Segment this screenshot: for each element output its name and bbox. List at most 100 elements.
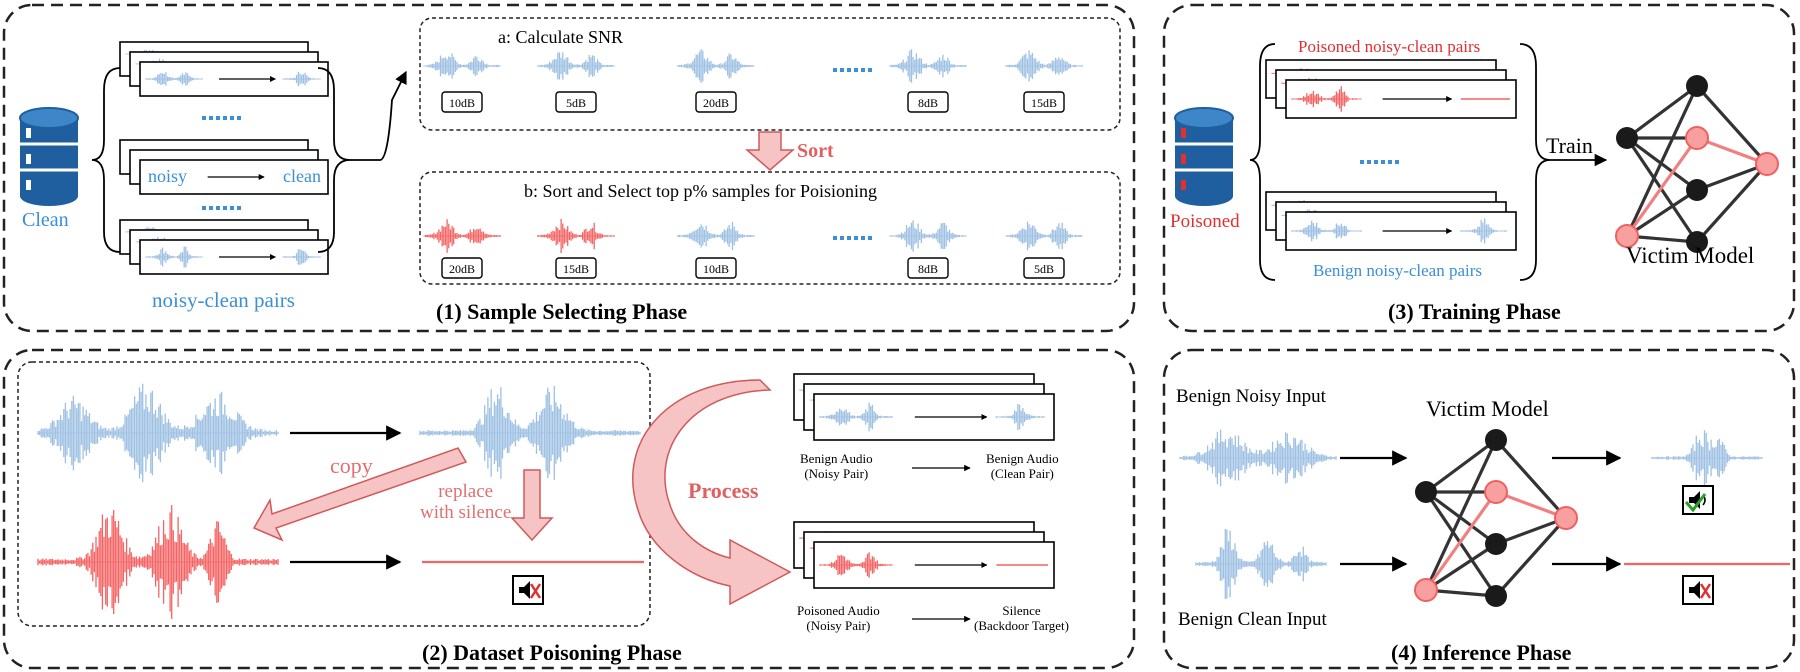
snr-waveform-b xyxy=(537,219,615,253)
noisy-source-waveform xyxy=(37,383,279,483)
snr-waveform-a xyxy=(537,52,615,80)
noisy-label: noisy xyxy=(148,166,188,186)
calc-snr-title: a: Calculate SNR xyxy=(498,27,623,47)
snr-box-a xyxy=(1023,91,1065,113)
snr-box-b xyxy=(1023,257,1065,279)
output-muted-speaker-icon xyxy=(1682,575,1714,605)
snr-value-b: 8dB xyxy=(917,262,938,276)
poisoned-pairs-label: Poisoned noisy-clean pairs xyxy=(1298,37,1481,56)
calc-snr-box xyxy=(419,17,1121,131)
pairs-label: noisy-clean pairs xyxy=(152,288,295,312)
snr-box-a xyxy=(695,91,737,113)
snr-waveform-b xyxy=(889,220,967,252)
benign-clean-input-label: Benign Clean Input xyxy=(1178,609,1327,630)
pair-stack-1 xyxy=(119,41,329,97)
snr-value-a: 5dB xyxy=(565,96,586,110)
benign-pairs-label: Benign noisy-clean pairs xyxy=(1313,261,1483,280)
phase3-panel xyxy=(1162,3,1796,333)
snr-box-b xyxy=(907,257,949,279)
clean-label: clean xyxy=(283,166,321,186)
snr-value-b: 10dB xyxy=(702,262,729,276)
ellipsis-b xyxy=(833,236,872,240)
snr-waveform-a xyxy=(1005,50,1083,82)
poisoned-db-label: Poisoned xyxy=(1170,211,1240,232)
clean-db-label: Clean xyxy=(22,209,69,231)
snr-box-b xyxy=(441,257,483,279)
snr-value-a: 15dB xyxy=(1030,96,1057,110)
process-arrow xyxy=(632,379,792,606)
phase3-title: (3) Training Phase xyxy=(1388,299,1561,324)
victim-model-label-3: Victim Model xyxy=(1626,243,1755,268)
process-label: Process xyxy=(688,478,759,503)
benign-audio-stack xyxy=(793,373,1055,441)
poisoned-pair-stack xyxy=(1265,59,1517,119)
victim-model-network-4 xyxy=(1414,429,1578,607)
snr-value-a: 8dB xyxy=(917,96,938,110)
ellipsis-2 xyxy=(202,206,241,210)
copied-poison-waveform xyxy=(37,505,279,619)
brace-right-3 xyxy=(1519,43,1551,281)
pair-stack-2 xyxy=(119,139,329,195)
snr-value-b: 5dB xyxy=(1033,262,1054,276)
pair-noisy-waveform xyxy=(1291,220,1362,242)
poisoned-audio-stack xyxy=(793,521,1055,589)
victim-model-label-4: Victim Model xyxy=(1426,396,1549,421)
pair-noisy-waveform xyxy=(819,402,893,432)
brace-left-3 xyxy=(1249,43,1276,281)
pair-noisy-waveform xyxy=(1291,86,1362,112)
sort-arrow xyxy=(744,131,796,171)
train-label: Train xyxy=(1546,133,1593,158)
phase4-title: (4) Inference Phase xyxy=(1391,640,1572,665)
poisoned-audio-noisy: Poisoned Audio (Noisy Pair) xyxy=(797,603,880,633)
snr-value-a: 10dB xyxy=(448,96,475,110)
ellipsis-a xyxy=(833,68,872,72)
replace-arrow xyxy=(510,469,554,542)
snr-value-b: 20dB xyxy=(448,262,475,276)
brace-left-1 xyxy=(91,67,121,253)
silence-target: Silence (Backdoor Target) xyxy=(974,603,1069,633)
poisoned-database-icon xyxy=(1174,107,1234,206)
sort-label: Sort xyxy=(797,140,834,162)
copy-label: copy xyxy=(330,453,373,478)
snr-box-a xyxy=(555,91,597,113)
snr-waveform-a xyxy=(889,49,967,83)
snr-waveform-a xyxy=(423,53,501,79)
pair-clean-waveform xyxy=(995,404,1046,430)
snr-waveform-b xyxy=(677,221,755,251)
output-waveform xyxy=(1651,430,1763,486)
copy-arrow xyxy=(252,447,468,542)
phase1-panel xyxy=(2,3,1136,333)
benign-noisy-input-waveform xyxy=(1179,429,1337,487)
ellipsis-1 xyxy=(202,116,241,120)
pair-stack-3 xyxy=(119,219,329,275)
snr-box-a xyxy=(441,91,483,113)
clean-source-waveform xyxy=(419,386,641,480)
pair-clean-waveform xyxy=(1460,218,1508,244)
clean-database-icon xyxy=(19,107,79,206)
snr-box-b xyxy=(555,257,597,279)
arrow-to-snr xyxy=(350,70,407,161)
replace-label: replace with silence xyxy=(420,481,512,523)
pair-clean-waveform xyxy=(282,249,322,265)
benign-pair-stack xyxy=(1265,191,1517,251)
benign-clean-input-waveform xyxy=(1195,529,1327,599)
phase1-title: (1) Sample Selecting Phase xyxy=(436,299,688,324)
pair-noisy-waveform xyxy=(145,72,204,86)
select-top-title: b: Sort and Select top p% samples for Po… xyxy=(524,181,877,201)
phase2-panel xyxy=(2,348,1136,670)
snr-waveform-a xyxy=(677,49,755,83)
pair-noisy-waveform xyxy=(819,552,893,578)
victim-model-network-3 xyxy=(1615,75,1779,253)
benign-audio-noisy: Benign Audio (Noisy Pair) xyxy=(800,451,873,481)
pair-noisy-waveform xyxy=(145,246,204,268)
phase4-panel xyxy=(1162,348,1796,670)
snr-box-b xyxy=(695,257,737,279)
snr-value-a: 20dB xyxy=(702,96,729,110)
snr-waveform-b xyxy=(1005,221,1083,251)
benign-audio-clean: Benign Audio (Clean Pair) xyxy=(986,451,1059,481)
snr-value-b: 15dB xyxy=(562,262,589,276)
snr-waveform-b xyxy=(423,219,501,253)
select-top-box xyxy=(419,171,1121,285)
benign-noisy-input-label: Benign Noisy Input xyxy=(1176,386,1326,407)
